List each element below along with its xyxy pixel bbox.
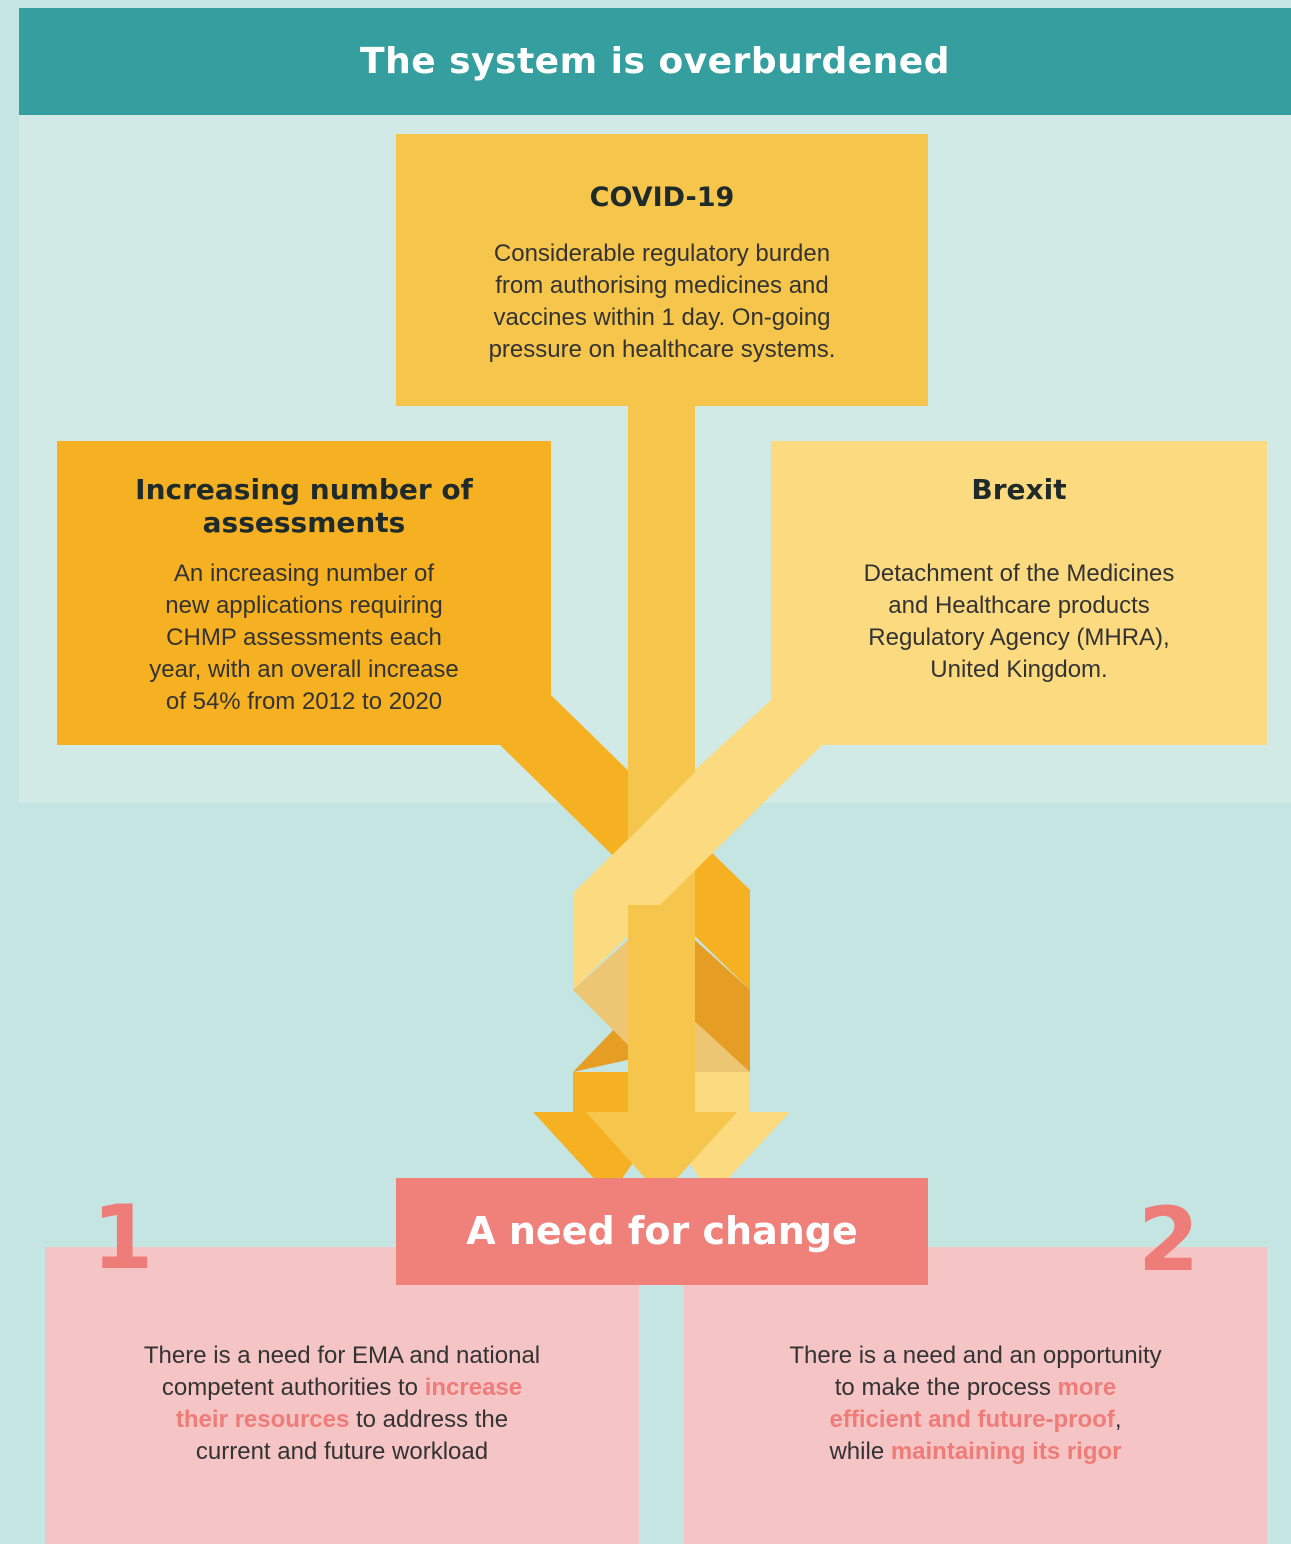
brexit-description: Detachment of the Medicines and Healthca… [771,558,1267,686]
card-text-span: , [1114,1406,1122,1433]
card-highlight: efficient and future-proof [829,1406,1115,1433]
card-highlight: increase [424,1374,523,1401]
assessments-strand-lower [573,1072,628,1112]
card-text-line: There is a need for EMA and national [143,1342,541,1369]
assessments-description: An increasing number of new applications… [57,558,551,718]
covid-title: COVID-19 [589,182,735,213]
header-bar [19,8,1291,115]
covid-description: Considerable regulatory burden from auth… [396,238,928,366]
brexit-factor-box: Brexit Detachment of the Medicines and H… [771,441,1267,745]
assessments-title-line: Increasing number of [135,473,473,506]
card-highlight: their resources [175,1406,350,1433]
header-title: The system is overburdened [360,41,950,82]
card-text-span: to address the [349,1406,509,1433]
assessments-line: CHMP assessments each [166,624,442,651]
card-text-span: competent authorities to [161,1374,425,1401]
card-text-span: to make the process [834,1374,1058,1401]
card-text-line: current and future workload [195,1438,489,1465]
assessments-title-line: assessments [202,506,406,539]
assessments-line: An increasing number of [173,560,435,587]
covid-line: Considerable regulatory burden [493,240,831,267]
card-1-text: There is a need for EMA and national com… [45,1340,639,1468]
brexit-line: and Healthcare products [888,592,1150,619]
card-text-line: while maintaining its rigor [684,1436,1267,1468]
brexit-line: United Kingdom. [930,656,1108,683]
assessments-factor-box: Increasing number of assessments An incr… [57,441,551,745]
card-text-line: their resources to address the [45,1404,639,1436]
covid-line: from authorising medicines and [495,272,829,299]
brexit-strand-fold [573,940,628,1045]
brexit-strand-lower [695,1072,750,1112]
covid-strand [628,405,695,1112]
assessments-line: new applications requiring [165,592,443,619]
need-for-change-banner: A need for change [396,1178,928,1285]
covid-arrowhead [586,1112,737,1196]
card-text-line: There is a need and an opportunity [789,1342,1162,1369]
card-1-number: 1 [92,1186,154,1289]
card-text-line: efficient and future-proof, [684,1404,1267,1436]
assessments-title: Increasing number of assessments [57,473,551,539]
brexit-strand-overlay [628,700,822,905]
covid-factor-box: COVID-19 Considerable regulatory burden … [396,134,928,406]
brexit-line: Detachment of the Medicines [863,560,1175,587]
covid-line: vaccines within 1 day. On-going [493,304,831,331]
card-text-line: competent authorities to increase [45,1372,639,1404]
card-text-line: to make the process more [684,1372,1267,1404]
card-2-text: There is a need and an opportunity to ma… [684,1340,1267,1468]
covid-line: pressure on healthcare systems. [488,336,836,363]
need-card-1: There is a need for EMA and national com… [45,1247,639,1544]
card-2-number: 2 [1138,1188,1200,1291]
brexit-title: Brexit [971,473,1067,506]
card-text-span: while [829,1438,891,1465]
assessments-line: of 54% from 2012 to 2020 [165,688,443,715]
card-highlight: more [1057,1374,1117,1401]
brexit-line: Regulatory Agency (MHRA), [868,624,1170,651]
card-highlight: maintaining its rigor [890,1438,1122,1465]
assessments-line: year, with an overall increase [149,656,459,683]
need-card-2: There is a need and an opportunity to ma… [684,1247,1267,1544]
